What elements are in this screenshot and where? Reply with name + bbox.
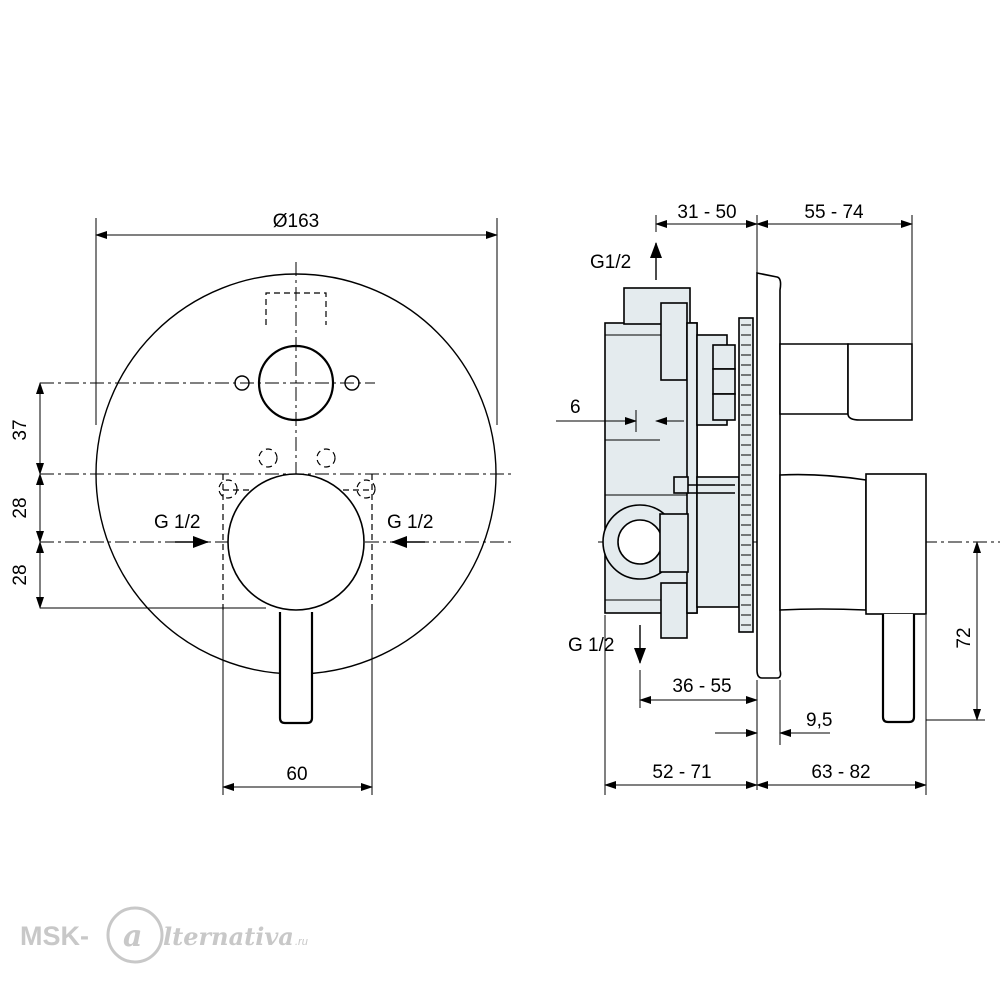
handle-hub bbox=[779, 473, 867, 611]
dim-31-50-label: 31 - 50 bbox=[677, 202, 736, 223]
screw-head bbox=[673, 476, 689, 494]
spout-body bbox=[779, 343, 849, 415]
dim-55-74-label: 55 - 74 bbox=[804, 202, 864, 223]
inlet-left-label: G 1/2 bbox=[154, 512, 200, 533]
dim-6-label: 6 bbox=[570, 397, 581, 418]
rosette-plate-side bbox=[756, 272, 782, 679]
top-outlet-label: G1/2 bbox=[590, 252, 631, 273]
flange-rail bbox=[686, 322, 698, 614]
watermark-suffix: lternativa bbox=[163, 922, 294, 951]
watermark-mark: a bbox=[123, 919, 142, 954]
hidden-mount-hole bbox=[316, 448, 336, 468]
flange-upper bbox=[660, 302, 688, 381]
cartridge-nut bbox=[712, 344, 736, 370]
sleeve-thread bbox=[741, 324, 751, 626]
dim-60-label: 60 bbox=[286, 764, 307, 785]
watermark-logo: MSK- a lternativa .ru bbox=[20, 906, 308, 964]
mount-ear-right bbox=[344, 375, 360, 391]
spout-tip bbox=[847, 343, 913, 421]
dim-9-5-label: 9,5 bbox=[806, 710, 832, 731]
hidden-mount-hole bbox=[218, 479, 238, 499]
main-cartridge bbox=[696, 476, 740, 608]
handle-cap bbox=[865, 473, 927, 615]
inlet-socket-inner bbox=[617, 519, 663, 565]
dim-28-lower-label: 28 bbox=[10, 564, 31, 585]
dim-28-upper-label: 28 bbox=[10, 497, 31, 518]
watermark-tld: .ru bbox=[295, 936, 308, 948]
inlet-socket-body bbox=[659, 513, 689, 573]
cartridge-nut bbox=[712, 393, 736, 421]
dim-63-82-label: 63 - 82 bbox=[811, 762, 870, 783]
watermark-ring bbox=[106, 906, 164, 964]
diverter-knob bbox=[257, 344, 335, 422]
watermark-prefix: MSK- bbox=[20, 921, 89, 951]
dim-37-label: 37 bbox=[10, 419, 31, 440]
hidden-mount-hole bbox=[356, 479, 376, 499]
handle-lever bbox=[278, 612, 314, 725]
hidden-top-outlet bbox=[265, 292, 327, 325]
mount-ear-left bbox=[234, 375, 250, 391]
dim-52-71-label: 52 - 71 bbox=[652, 762, 711, 783]
side-view: G1/2 G 1/2 31 - 50 55 - 74 6 36 - 55 9,5… bbox=[556, 202, 1000, 795]
dim-72-label: 72 bbox=[954, 627, 975, 648]
diameter-label: Ø163 bbox=[273, 211, 319, 232]
handle-disc bbox=[227, 473, 365, 611]
handle-lever-side bbox=[881, 614, 916, 724]
dim-36-55-label: 36 - 55 bbox=[672, 676, 731, 697]
flange-lower bbox=[660, 582, 688, 639]
hidden-mount-hole bbox=[258, 448, 278, 468]
front-view: G 1/2 G 1/2 Ø163 37 28 28 60 bbox=[10, 211, 515, 795]
bottom-outlet-label: G 1/2 bbox=[568, 635, 614, 656]
inlet-right-label: G 1/2 bbox=[387, 512, 433, 533]
cartridge-nut bbox=[712, 368, 736, 395]
